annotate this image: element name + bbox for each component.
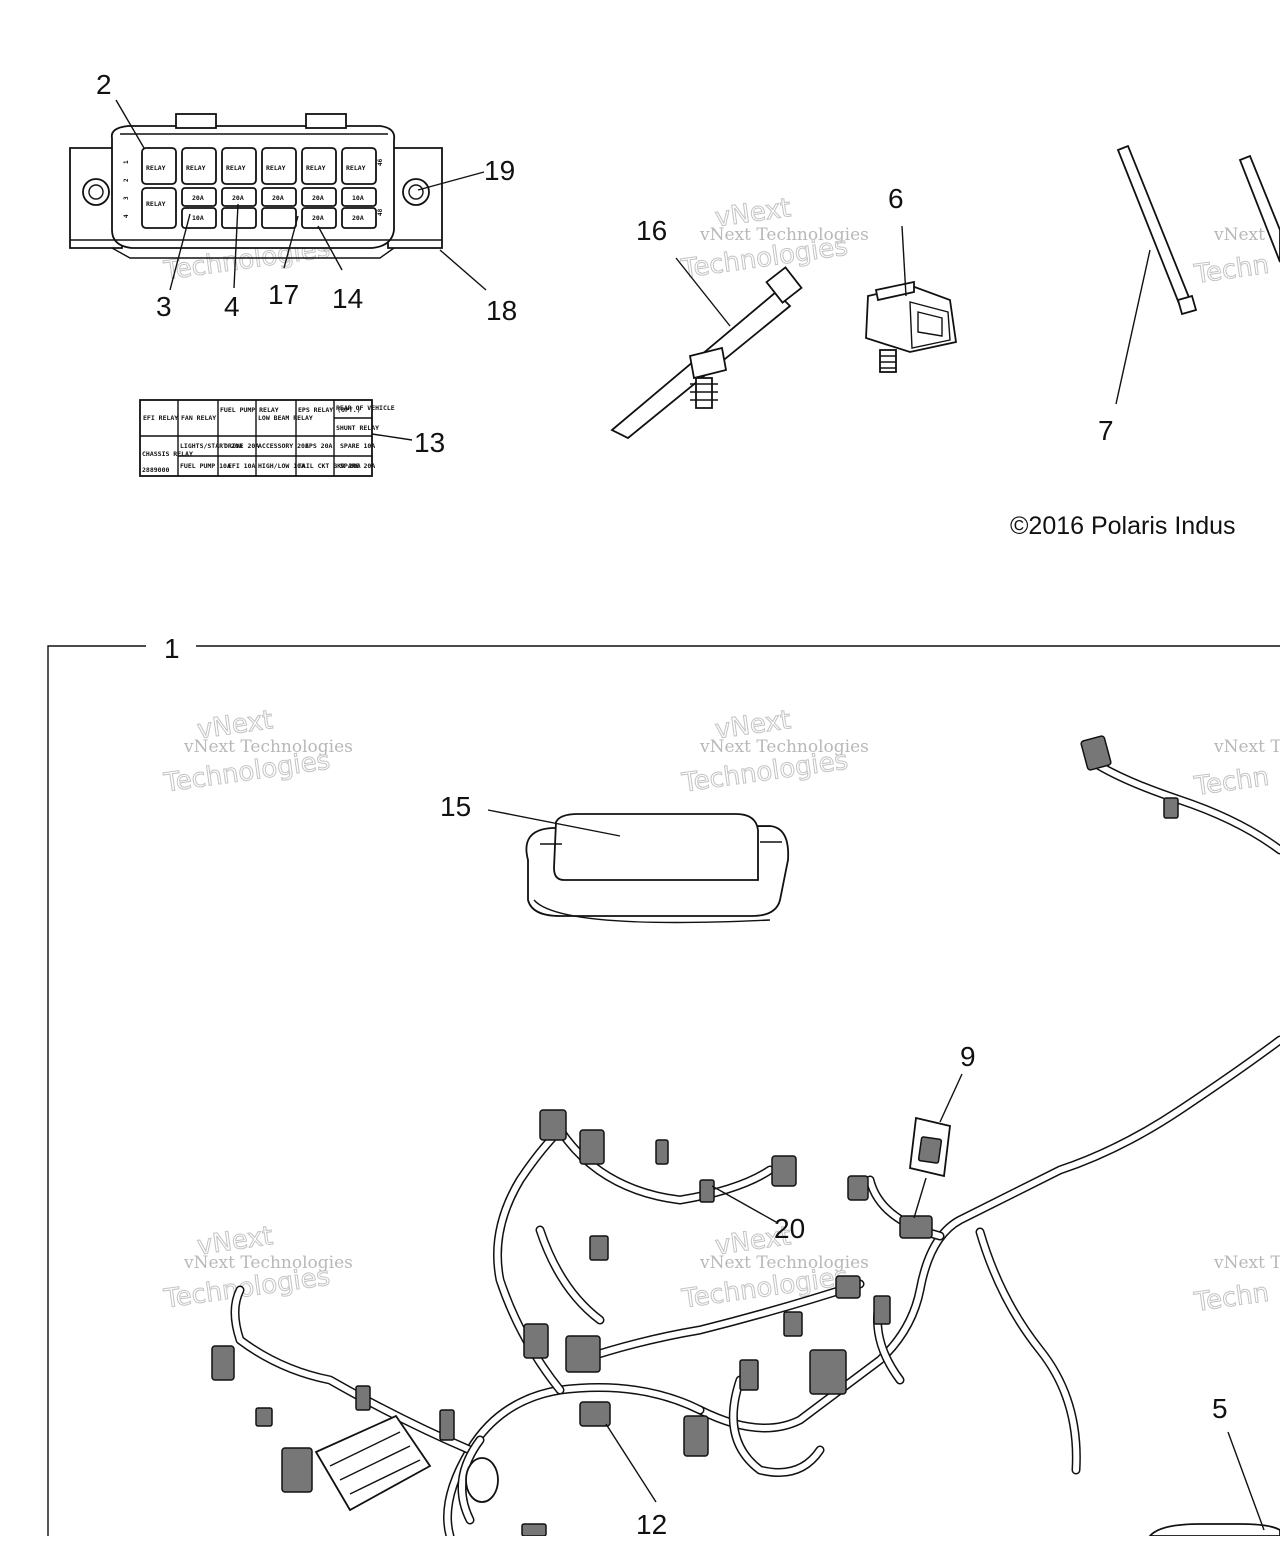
svg-text:RELAY: RELAY	[306, 164, 326, 172]
svg-text:SPARE 20A: SPARE 20A	[340, 462, 375, 470]
fuse-box-callouts: 2 19 3 4 17 14 18	[96, 69, 517, 326]
svg-text:48: 48	[377, 208, 384, 216]
svg-text:Techn: Techn	[1192, 762, 1271, 802]
grommet-9	[909, 1073, 963, 1219]
watermark: vNext Te Techn	[1191, 225, 1280, 291]
svg-text:20A: 20A	[312, 214, 324, 222]
svg-text:SPARE 10A: SPARE 10A	[340, 442, 375, 450]
callout-20: 20	[774, 1213, 805, 1244]
svg-text:EPS RELAY (OPT.): EPS RELAY (OPT.)	[298, 406, 361, 414]
svg-text:TAIL CKT BKR 20A: TAIL CKT BKR 20A	[298, 462, 361, 470]
svg-text:20A: 20A	[232, 194, 244, 202]
svg-text:REAR OF VEHICLE: REAR OF VEHICLE	[336, 404, 395, 412]
watermark-layer: vNext vNext Technologies Technologies vN…	[161, 193, 1280, 1319]
svg-text:LIGHTS/START 20A: LIGHTS/START 20A	[180, 442, 243, 450]
svg-text:DRIVE 20A: DRIVE 20A	[224, 442, 259, 450]
svg-text:46: 46	[377, 158, 384, 166]
svg-text:SHUNT RELAY: SHUNT RELAY	[336, 424, 379, 432]
svg-text:vNext Technologies: vNext Technologies	[699, 225, 869, 245]
svg-text:RELAY: RELAY	[266, 164, 286, 172]
callout-14: 14	[332, 283, 363, 314]
svg-text:20A: 20A	[352, 214, 364, 222]
svg-text:20A: 20A	[312, 194, 324, 202]
svg-text:vNext Te: vNext Te	[1213, 737, 1280, 757]
fuse-relay-box: 1 2 3 4 46 48 RELAY RELAY RELAY RELAY RE…	[69, 113, 443, 259]
callout-15: 15	[440, 791, 471, 822]
svg-text:2: 2	[123, 178, 130, 182]
callout-13: 13	[414, 427, 445, 458]
watermark: vNext vNext Technologies Technologies	[161, 1221, 353, 1316]
svg-text:LOW BEAM RELAY: LOW BEAM RELAY	[258, 414, 313, 422]
callout-17: 17	[268, 279, 299, 310]
watermark: vNext vNext Technologies Technologies	[679, 193, 869, 286]
fuse-box-cover: 15	[440, 791, 790, 924]
copyright-text: ©2016 Polaris Indus	[1010, 512, 1236, 540]
svg-text:3: 3	[123, 196, 130, 200]
svg-text:vNext Technologies: vNext Technologies	[183, 1253, 353, 1273]
svg-text:ACCESSORY 20A: ACCESSORY 20A	[258, 442, 309, 450]
relay-slots: RELAY RELAY RELAY RELAY RELAY RELAY RELA…	[141, 147, 377, 229]
svg-text:Techn: Techn	[1192, 1278, 1271, 1318]
harness-callouts: 9 20 12 5	[605, 1041, 1265, 1540]
callout-5: 5	[1212, 1393, 1228, 1424]
svg-text:EFI RELAY: EFI RELAY	[143, 414, 178, 422]
callout-18: 18	[486, 295, 517, 326]
svg-text:FUEL PUMP 10A: FUEL PUMP 10A	[180, 462, 231, 470]
callout-16: 16	[636, 215, 667, 246]
svg-text:20A: 20A	[192, 194, 204, 202]
callout-6: 6	[888, 183, 904, 214]
watermark: vNext vNext Technologies Technologies	[161, 705, 353, 800]
callout-9: 9	[960, 1041, 976, 1072]
svg-text:vNext Technologies: vNext Technologies	[183, 737, 353, 757]
svg-text:RELAY: RELAY	[146, 200, 166, 208]
svg-text:2889000: 2889000	[142, 466, 169, 474]
watermark: vNext Te Techn	[1191, 1253, 1280, 1319]
callout-1: 1	[164, 633, 180, 664]
svg-text:RELAY: RELAY	[146, 164, 166, 172]
relay-label: EFI RELAY FAN RELAY FUEL PUMP RELAY LOW …	[139, 399, 445, 477]
svg-text:vNext Technologies: vNext Technologies	[699, 737, 869, 757]
callout-12: 12	[636, 1509, 667, 1536]
watermark: vNext vNext Technologies Technologies	[679, 705, 869, 800]
svg-text:vNext Te: vNext Te	[1213, 1253, 1280, 1273]
svg-text:20A: 20A	[272, 194, 284, 202]
svg-text:RELAY: RELAY	[346, 164, 366, 172]
svg-text:FAN RELAY: FAN RELAY	[181, 414, 216, 422]
svg-text:CHASSIS RELAY: CHASSIS RELAY	[142, 450, 193, 458]
svg-text:Techn: Techn	[1192, 250, 1271, 290]
watermark: vNext Te Techn	[1191, 737, 1280, 803]
svg-text:10A: 10A	[352, 194, 364, 202]
svg-text:1: 1	[123, 160, 130, 164]
svg-text:vNext Technologies: vNext Technologies	[699, 1253, 869, 1273]
svg-text:FUEL PUMP RELAY: FUEL PUMP RELAY	[220, 406, 279, 414]
connector-6: 6	[865, 183, 958, 373]
wire-harness	[211, 735, 1280, 1541]
svg-text:RELAY: RELAY	[226, 164, 246, 172]
cable-tie-mount: 16	[610, 215, 803, 440]
svg-text:EPS 20A: EPS 20A	[305, 442, 332, 450]
harness-frame: 1	[47, 633, 1280, 1536]
callout-3: 3	[156, 291, 172, 322]
callout-4: 4	[224, 291, 240, 322]
svg-text:4: 4	[123, 214, 130, 218]
callout-2: 2	[96, 69, 112, 100]
tie-straps-7: 7	[1098, 144, 1280, 446]
callout-19: 19	[484, 155, 515, 186]
svg-text:10A: 10A	[192, 214, 204, 222]
svg-text:EFI 10A: EFI 10A	[228, 462, 255, 470]
svg-text:HIGH/LOW 10A: HIGH/LOW 10A	[258, 462, 305, 470]
svg-text:RELAY: RELAY	[186, 164, 206, 172]
callout-7: 7	[1098, 415, 1114, 446]
svg-text:vNext Te: vNext Te	[1213, 225, 1280, 245]
